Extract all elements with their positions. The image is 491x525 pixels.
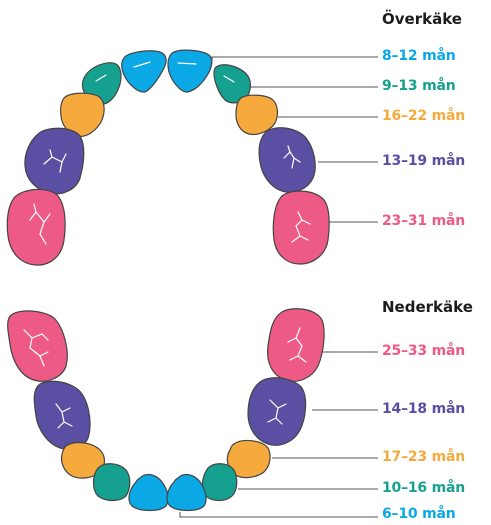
lower-label-lateral-incisor: 10–16 mån <box>382 480 465 496</box>
lower-central-incisor-right <box>167 475 206 511</box>
lower-label-central-incisor: 6–10 mån <box>382 506 456 522</box>
lower-jaw-title: Nederkäke <box>382 298 473 316</box>
upper-label-lateral-incisor: 9–13 mån <box>382 78 456 94</box>
lower-second-molar-right <box>268 309 324 382</box>
upper-central-incisor-right <box>168 50 212 92</box>
lower-label-canine: 17–23 mån <box>382 449 465 465</box>
lower-lateral-incisor-right <box>202 464 236 501</box>
upper-first-molar-left <box>25 128 84 194</box>
leader-line <box>180 512 378 517</box>
upper-label-canine: 16–22 mån <box>382 108 465 124</box>
upper-second-molar-left <box>7 189 65 265</box>
upper-label-first-molar: 13–19 mån <box>382 153 465 169</box>
upper-first-molar-right <box>259 128 315 192</box>
upper-jaw-title: Överkäke <box>382 10 462 28</box>
leader-line <box>205 57 378 62</box>
lower-central-incisor-left <box>129 475 168 511</box>
lower-second-molar-left <box>8 311 68 381</box>
lower-lateral-incisor-left <box>94 464 130 501</box>
lower-label-second-molar: 25–33 mån <box>382 343 465 359</box>
lower-label-first-molar: 14–18 mån <box>382 401 465 417</box>
lower-jaw <box>8 309 378 517</box>
upper-label-second-molar: 23–31 mån <box>382 213 465 229</box>
upper-central-incisor-left <box>122 51 166 92</box>
leader-line <box>240 87 378 92</box>
upper-jaw <box>7 50 378 265</box>
upper-second-molar-right <box>273 191 329 264</box>
upper-label-central-incisor: 8–12 mån <box>382 48 456 64</box>
